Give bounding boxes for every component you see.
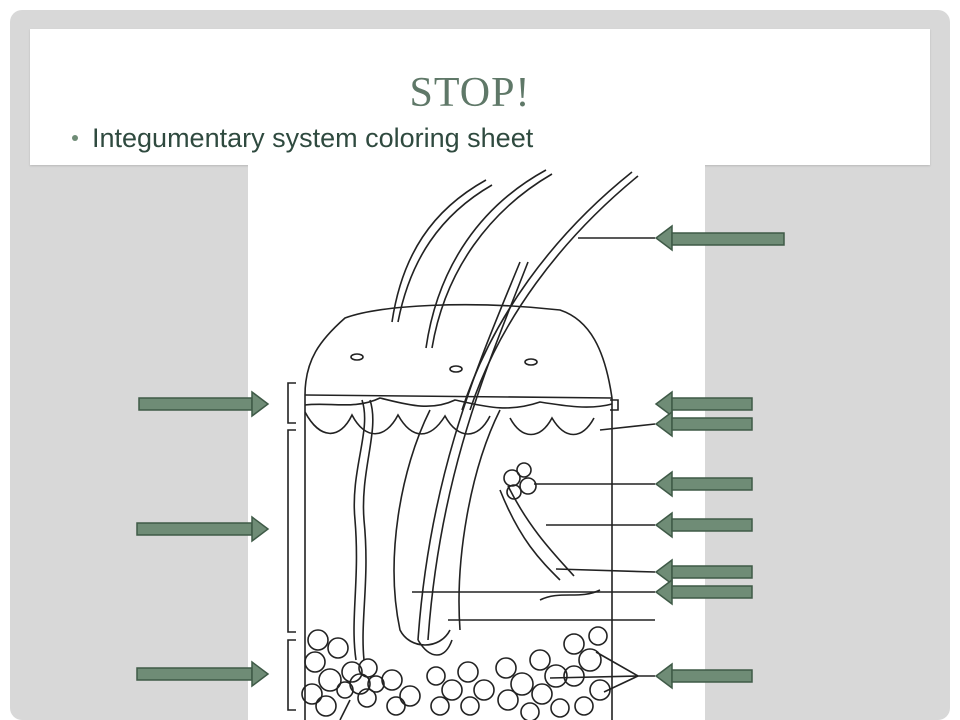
label-arrow-blood-vessel xyxy=(654,558,753,586)
bullet-dot-icon xyxy=(72,135,78,141)
label-arrow-epidermis xyxy=(138,390,270,418)
label-arrow-hair-shaft xyxy=(654,224,785,252)
left-label-arrows xyxy=(136,390,270,688)
label-arrow-adipose xyxy=(654,662,753,690)
right-label-arrows xyxy=(654,224,785,690)
bullet-item: Integumentary system coloring sheet xyxy=(72,120,533,156)
label-arrow-arrector-pili xyxy=(654,511,753,539)
slide-title: STOP! xyxy=(409,70,531,116)
label-arrow-hypodermis xyxy=(136,660,270,688)
skin-diagram-panel xyxy=(248,165,705,720)
skin-cross-section-drawing xyxy=(287,169,656,720)
bullet-text: Integumentary system coloring sheet xyxy=(92,122,534,153)
label-arrow-stratum xyxy=(654,390,753,418)
label-arrow-papilla xyxy=(654,410,753,438)
label-arrow-sebaceous-gland xyxy=(654,470,753,498)
title-box xyxy=(30,29,930,165)
label-arrow-follicle xyxy=(654,578,753,606)
label-arrow-dermis xyxy=(136,515,270,543)
